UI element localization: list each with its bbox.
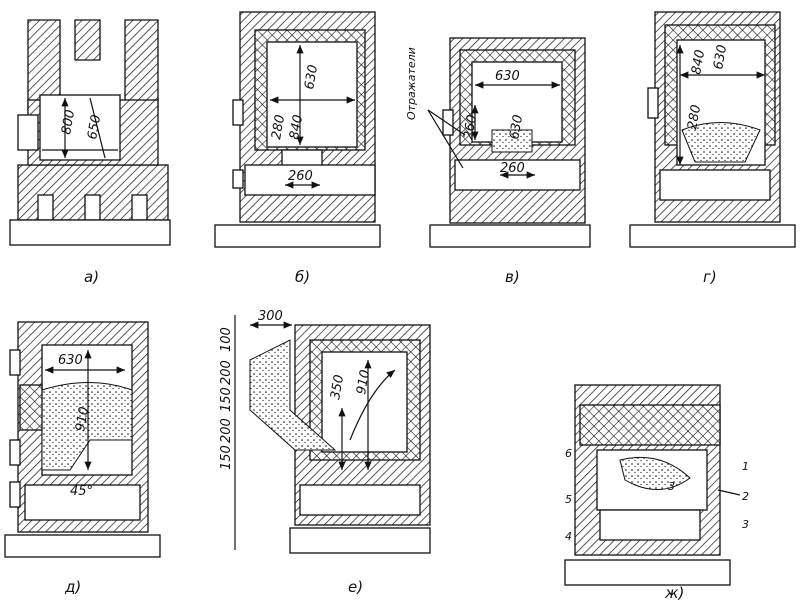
dim-260: 260 (288, 169, 313, 184)
dim-630: 630 (58, 353, 83, 368)
figure-g-masonry-stove: 840 630 280 г) (629, 11, 796, 286)
dim-260-bottom: 260 (500, 161, 525, 176)
figure-a-masonry-stove: 800 650 а) (9, 19, 171, 286)
figure-label-a: а) (84, 268, 99, 286)
figure-label-e: е) (348, 578, 363, 596)
figure-zh-stove-with-burner: 1 2 3 4 5 6 3 ж) (564, 384, 749, 602)
dim-100: 100 (219, 327, 234, 352)
callout-5: 5 (565, 493, 572, 506)
figure-e-masonry-stove: 300 100 200 150 200 150 350 910 е) (219, 309, 431, 596)
figure-v-masonry-stove: 630 260 630 260 Отражатели в) (405, 37, 591, 286)
dim-630: 630 (302, 64, 321, 91)
dim-260-left: 260 (461, 114, 480, 141)
dim-350: 350 (328, 374, 347, 401)
dim-630-top: 630 (495, 69, 520, 84)
figure-label-g: г) (703, 268, 717, 286)
callout-3: 3 (742, 518, 749, 531)
figure-d-masonry-stove: 630 910 45° д) (4, 321, 161, 596)
reflectors-annotation: Отражатели (405, 47, 418, 120)
dim-280: 280 (269, 114, 288, 141)
dim-910: 910 (73, 406, 92, 433)
dim-840: 840 (689, 49, 708, 76)
dim-200-bottom: 200 (219, 418, 234, 443)
dim-45-degrees: 45° (70, 484, 93, 499)
dim-300: 300 (258, 309, 283, 324)
figure-b-masonry-stove: 630 840 280 260 б) (214, 11, 381, 286)
dim-200-top: 200 (219, 360, 234, 385)
figure-label-v: в) (505, 268, 520, 286)
figure-label-b: б) (295, 268, 310, 286)
dim-650: 650 (85, 114, 104, 141)
dim-280: 280 (685, 104, 704, 131)
callout-3-flame: 3 (668, 480, 675, 493)
dim-150-top: 150 (219, 387, 234, 412)
dim-630-vertical: 630 (507, 114, 526, 141)
dim-840: 840 (287, 114, 306, 141)
callout-1: 1 (742, 460, 749, 473)
callout-6: 6 (565, 447, 572, 460)
dim-630: 630 (711, 44, 730, 71)
figure-label-d: д) (64, 578, 81, 596)
dim-150-bottom: 150 (219, 445, 234, 470)
callout-4: 4 (565, 530, 572, 543)
callout-2: 2 (742, 490, 749, 503)
dim-800: 800 (59, 109, 78, 136)
figure-label-zh: ж) (664, 584, 684, 602)
dim-910: 910 (354, 369, 373, 396)
